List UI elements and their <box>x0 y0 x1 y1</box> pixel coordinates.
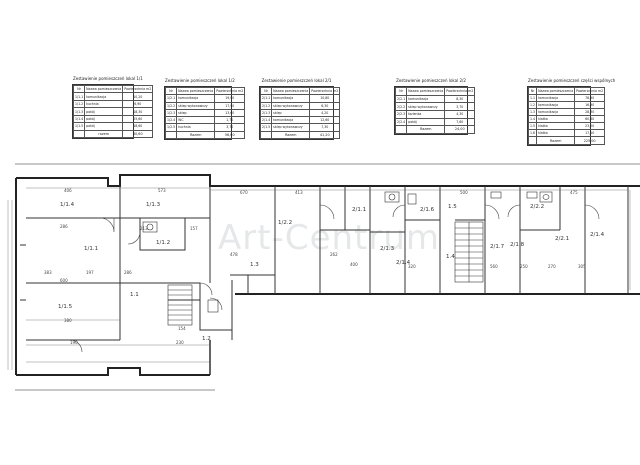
dimension-label: 270 <box>548 264 556 269</box>
dimension-label: 230 <box>176 340 184 345</box>
dimension-label: 478 <box>230 252 238 257</box>
room-label: 1/1.2 <box>156 240 170 246</box>
room-label: 2/1.1 <box>352 207 366 213</box>
table-cell <box>527 136 538 145</box>
table-total-cell: 41,20 <box>309 130 341 139</box>
room-label: 2/1.3 <box>380 246 395 252</box>
room-label: 1.3 <box>250 262 259 268</box>
table-caption: Zestawienie pomieszczeń części wspólnych <box>528 78 616 83</box>
room-label: 2/2.2 <box>530 204 544 210</box>
dimension-label: 197 <box>86 270 94 275</box>
dimension-label: 400 <box>350 262 358 267</box>
table-total-cell: 56,60 <box>214 130 246 139</box>
sanitary-fixtures <box>142 191 553 313</box>
dimension-label: 320 <box>408 264 416 269</box>
table-total-cell: Razem <box>271 130 311 139</box>
table-cell <box>72 129 86 139</box>
table-total-cell: 24,00 <box>444 125 476 134</box>
dimension-label: 250 <box>520 264 528 269</box>
dimension-label: 413 <box>295 190 303 195</box>
area-table: Zestawienie pomieszczeń części wspólnych… <box>527 78 615 146</box>
table-caption: Zestawienie pomieszczeń lokal 2/1 <box>261 78 332 83</box>
dimension-label: 500 <box>460 190 468 195</box>
table-cell <box>164 130 178 139</box>
room-label: 1/1.3 <box>146 202 161 208</box>
table-total-cell: Razem <box>176 130 216 139</box>
room-label: 1.5 <box>448 204 457 210</box>
dimension-label: 154 <box>178 326 186 331</box>
dimension-label: 305 <box>578 264 586 269</box>
dimension-lines <box>7 187 631 370</box>
dimension-label: 262 <box>330 252 338 257</box>
interior-walls <box>20 186 629 341</box>
doors <box>69 204 600 353</box>
table-total-cell: 225,00 <box>574 136 606 145</box>
dimension-labels: 406 573 670 413 500 475 286 600 213 157 … <box>44 188 586 345</box>
dimension-label: 157 <box>190 226 198 231</box>
room-label: 2/1.4 <box>590 232 605 238</box>
room-label: 1.2 <box>202 336 211 342</box>
table-total-cell: Razem <box>406 125 446 134</box>
room-label: 1/1.1 <box>84 246 98 252</box>
stairs <box>167 221 484 326</box>
watermark: Art-Centrum <box>218 218 440 258</box>
dimension-label: 286 <box>124 270 132 275</box>
dimension-label: 475 <box>570 190 578 195</box>
table-caption: Zestawienie pomieszczeń lokal 2/2 <box>396 78 466 83</box>
dimension-label: 383 <box>44 270 52 275</box>
room-labels: 1/1.4 1/1.3 1/1.1 1/1.2 1/1.5 1.1 1.2 1.… <box>58 202 605 342</box>
room-label: 2/1.8 <box>510 242 525 248</box>
room-label: 2/1.7 <box>490 244 505 250</box>
dimension-label: 213 <box>140 226 148 231</box>
table-total-cell: 80,60 <box>122 129 154 139</box>
room-label: 2/2.1 <box>555 236 569 242</box>
dimension-label: 406 <box>64 188 72 193</box>
table-cell <box>394 125 408 134</box>
room-label: 2/1.6 <box>420 207 435 213</box>
table-total-cell: razem <box>84 129 124 139</box>
dimension-label: 560 <box>490 264 498 269</box>
room-label: 1/1.4 <box>60 202 75 208</box>
room-label: 1/1.5 <box>58 304 73 310</box>
dimension-label: 600 <box>60 278 68 283</box>
room-label: 1.1 <box>130 292 139 298</box>
room-label: 2/1.4 <box>396 260 411 266</box>
table-total-cell: Razem <box>536 136 576 145</box>
table-caption: Zestawienie pomieszczeń lokal 1/2 <box>165 78 235 83</box>
table-cell <box>259 130 273 139</box>
dimension-label: 190 <box>70 340 78 345</box>
room-label: 1.4 <box>446 254 455 260</box>
dimension-label: 573 <box>158 188 166 193</box>
dimension-label: 670 <box>240 190 248 195</box>
room-label: 1/2.2 <box>278 220 292 226</box>
dimension-label: 380 <box>64 318 72 323</box>
outer-walls <box>15 163 640 391</box>
dimension-label: 286 <box>60 224 68 229</box>
table-caption: Zestawienie pomieszczeń lokal 1/1 <box>73 76 143 81</box>
